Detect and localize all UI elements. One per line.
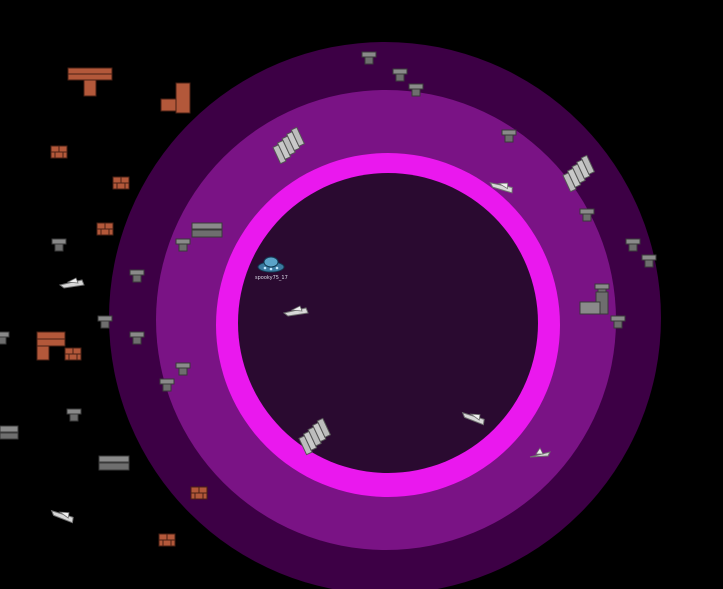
- brick-wall: [160, 82, 191, 114]
- player-name-label: spooky75_17: [255, 275, 288, 281]
- l-barrier: [579, 291, 609, 315]
- paper-ship: [59, 277, 85, 289]
- gray-turret: [51, 238, 67, 252]
- brick-wall: [190, 486, 208, 500]
- gray-turret: [66, 408, 82, 422]
- core-zone: [238, 173, 538, 473]
- brick-wall: [64, 347, 82, 361]
- player-ufo: [257, 256, 285, 273]
- wide-barrier: [191, 222, 223, 238]
- wide-barrier: [0, 425, 19, 440]
- brick-wall: [50, 145, 68, 159]
- paper-ship: [49, 504, 77, 526]
- paper-ship-small: [529, 447, 551, 458]
- brick-wall: [67, 67, 113, 97]
- gray-turret: [0, 331, 10, 345]
- brick-wall: [112, 176, 130, 190]
- brick-wall: [36, 331, 66, 361]
- brick-wall: [158, 533, 176, 547]
- wide-barrier: [98, 455, 130, 471]
- brick-wall: [96, 222, 114, 236]
